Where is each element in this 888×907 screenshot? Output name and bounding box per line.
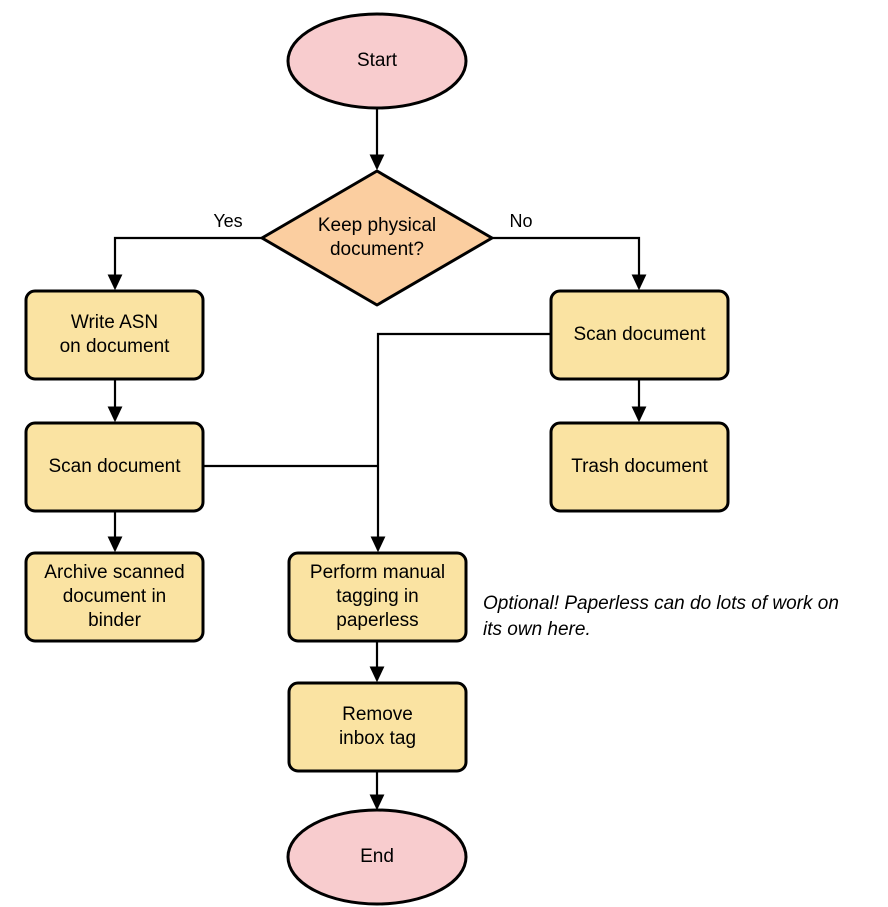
- node-label-end: End: [360, 846, 394, 867]
- edge-label-decision-yes-to-write-asn: Yes: [213, 211, 242, 231]
- edge-decision-yes-to-write-asn: Yes: [107, 211, 262, 291]
- node-shape-manual-tagging[interactable]: [287, 551, 468, 643]
- edge-path-scan-right-to-manual-tagging: [370, 332, 551, 553]
- node-label-trash-document: Trash document: [571, 456, 708, 477]
- edge-scan-right-to-manual-tagging: [370, 332, 551, 553]
- edge-label-decision-no-to-scan-right: No: [509, 211, 532, 231]
- annotation-optional-note: Optional! Paperless can do lots of work …: [483, 593, 839, 640]
- node-start[interactable]: Start: [286, 12, 468, 110]
- edge-path-decision-no-to-scan-right: [492, 236, 647, 291]
- node-scan-document-left[interactable]: Scan document: [24, 421, 205, 513]
- node-end[interactable]: End: [286, 808, 468, 906]
- node-shape-remove-inbox-tag[interactable]: [287, 681, 468, 773]
- node-shape-keep-physical[interactable]: [260, 169, 494, 307]
- node-shape-trash-document[interactable]: [549, 421, 730, 513]
- node-shape-scan-document-right[interactable]: [549, 289, 730, 381]
- node-label-scan-document-right: Scan document: [573, 324, 706, 345]
- node-scan-document-right[interactable]: Scan document: [549, 289, 730, 381]
- edge-decision-no-to-scan-right: No: [492, 211, 647, 291]
- node-label-scan-document-left: Scan document: [48, 456, 181, 477]
- node-shape-start[interactable]: [286, 12, 468, 110]
- node-shape-archive-binder[interactable]: [24, 551, 205, 643]
- node-label-start: Start: [357, 50, 398, 71]
- edges-layer: Yes No: [107, 108, 647, 811]
- node-trash-document[interactable]: Trash document: [549, 421, 730, 513]
- edge-path-decision-yes-to-write-asn: [107, 236, 262, 291]
- node-shape-end[interactable]: [286, 808, 468, 906]
- annotations-layer: Optional! Paperless can do lots of work …: [483, 593, 839, 640]
- node-shape-scan-document-left[interactable]: [24, 421, 205, 513]
- node-shape-write-asn[interactable]: [24, 289, 205, 381]
